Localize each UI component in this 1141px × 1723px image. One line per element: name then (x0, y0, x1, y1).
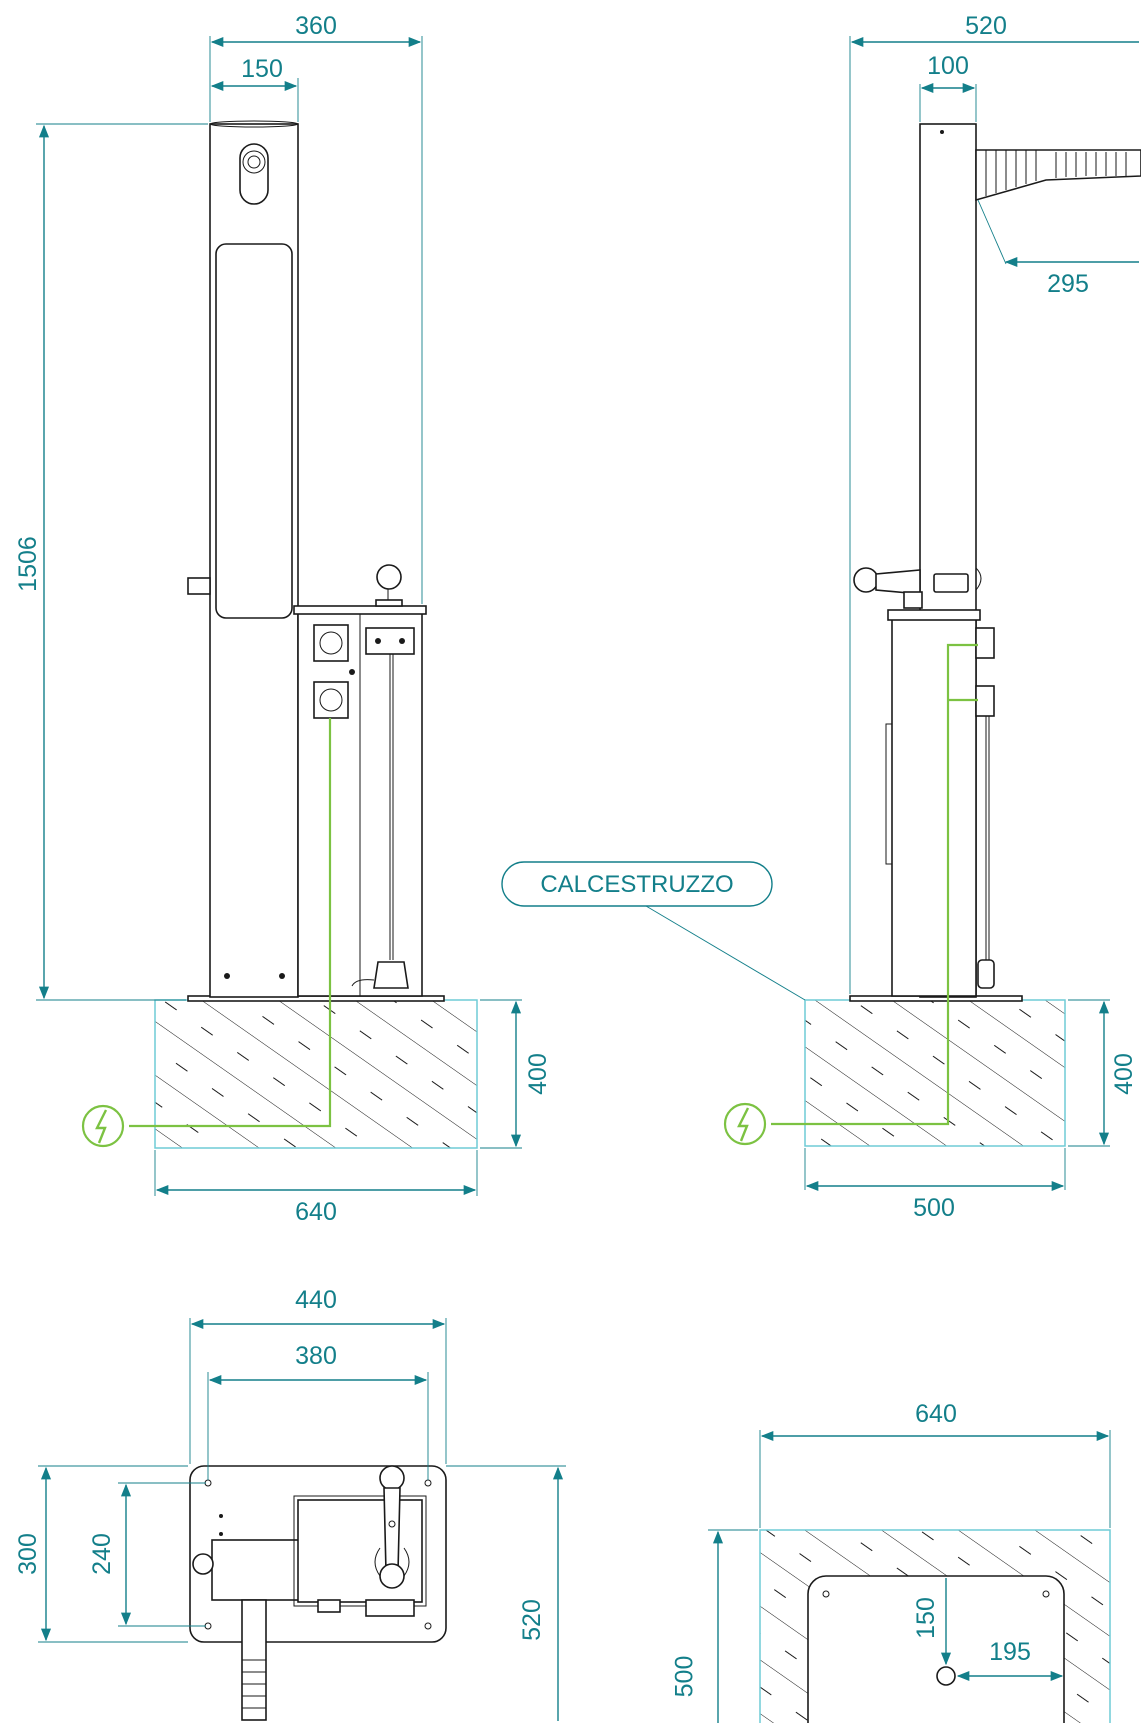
top-dim-240: 240 (88, 1533, 116, 1575)
top-lever-ball-upper (379, 1465, 405, 1491)
side-lever-arm (875, 569, 921, 595)
top-lever-guard (374, 1547, 410, 1577)
side-pump-box (891, 617, 977, 997)
plan-hole-2 (1042, 1590, 1050, 1598)
top-view: 440 380 300 240 520 (14, 1286, 566, 1721)
side-knob-edge (975, 567, 982, 591)
side-pump-lid (887, 609, 981, 621)
front-cable (129, 718, 332, 1128)
top-lever-ball-lower (379, 1563, 405, 1589)
side-tray (975, 149, 1141, 202)
side-lever-ball (853, 567, 879, 593)
top-hole-4 (424, 1622, 432, 1630)
front-side-knob (187, 577, 211, 595)
plan-dim-150: 150 (912, 1597, 940, 1639)
side-pump-slot (885, 723, 893, 865)
side-lever-base (903, 591, 923, 609)
front-dim-150: 150 (241, 55, 283, 83)
top-control-lid (293, 1495, 427, 1607)
top-dim-440: 440 (295, 1286, 337, 1314)
side-hose-connector (977, 959, 995, 989)
top-nozzle (192, 1553, 214, 1575)
front-nozzle-ring (242, 150, 266, 174)
side-socket-upper (975, 627, 995, 659)
front-screw-left (224, 973, 230, 979)
top-socket (317, 1599, 341, 1613)
front-pump-head (365, 627, 415, 655)
front-socket-upper-face (319, 631, 343, 655)
top-control-box (297, 1499, 423, 1603)
plan-dim-195: 195 (989, 1638, 1031, 1666)
front-dim-1506: 1506 (14, 536, 42, 592)
top-dim-380: 380 (295, 1342, 337, 1370)
side-foundation (804, 999, 1066, 1147)
front-socket-lower (313, 681, 349, 719)
side-knob (933, 573, 969, 593)
top-dot-2 (219, 1532, 223, 1536)
side-view: 520 100 295 400 500 (723, 12, 1141, 1222)
front-view: 360 150 1506 400 640 (14, 12, 552, 1226)
front-panel (215, 243, 293, 619)
top-dim-300: 300 (14, 1533, 42, 1575)
side-tray-ribs (985, 150, 1127, 196)
top-column (211, 1539, 301, 1601)
plan-plate-outline (807, 1575, 1065, 1723)
front-socket-upper (313, 624, 349, 662)
side-dim-100: 100 (927, 52, 969, 80)
front-nozzle (239, 143, 269, 205)
plan-cable-exit (936, 1666, 956, 1686)
plan-dim-500-label: 500 (670, 1655, 699, 1698)
side-cable (771, 643, 978, 1126)
front-box-lid (293, 605, 427, 615)
electric-symbol-icon (81, 1104, 125, 1148)
front-lever-base (375, 599, 403, 607)
concrete-callout-label: CALCESTRUZZO (540, 871, 733, 898)
electric-symbol-icon (723, 1102, 767, 1146)
side-dim-400: 400 (1110, 1053, 1138, 1095)
side-dim-295: 295 (1047, 270, 1089, 298)
top-dot-1 (219, 1514, 223, 1518)
front-lever-ball (376, 564, 402, 590)
front-column-top (209, 120, 299, 128)
top-lever-arm (383, 1487, 401, 1573)
front-pump-dot-left (375, 638, 381, 644)
side-dim-500: 500 (913, 1194, 955, 1222)
side-ext-tray (977, 199, 1007, 265)
front-dim-640: 640 (295, 1198, 337, 1226)
concrete-callout-bubble (501, 861, 773, 907)
side-column-dot (940, 130, 944, 134)
front-pump-dot-right (399, 638, 405, 644)
concrete-callout-leader (645, 905, 806, 1001)
top-hose-ribs (242, 1659, 266, 1709)
front-dim-400: 400 (524, 1053, 552, 1095)
top-dim-520: 520 (518, 1599, 546, 1641)
plan-hole-1 (822, 1590, 830, 1598)
front-nozzle-hole (247, 155, 261, 169)
side-socket-lower (975, 685, 995, 717)
front-screw-right (279, 973, 285, 979)
front-hose-connector (373, 961, 409, 989)
top-lever-pivot (388, 1520, 396, 1528)
concrete-callout: CALCESTRUZZO (501, 861, 806, 1001)
front-dim-360: 360 (295, 12, 337, 40)
foundation-plan: 150 195 640 (708, 1400, 1111, 1723)
top-pump-head (365, 1599, 415, 1617)
side-dim-520: 520 (965, 12, 1007, 40)
plan-dim-500-label-wrap: 500 (670, 1650, 710, 1710)
plan-dim-640: 640 (915, 1400, 957, 1428)
front-foundation (154, 999, 478, 1149)
front-hose-tube (351, 979, 375, 987)
front-box-screw (349, 669, 355, 675)
front-socket-lower-face (319, 688, 343, 712)
